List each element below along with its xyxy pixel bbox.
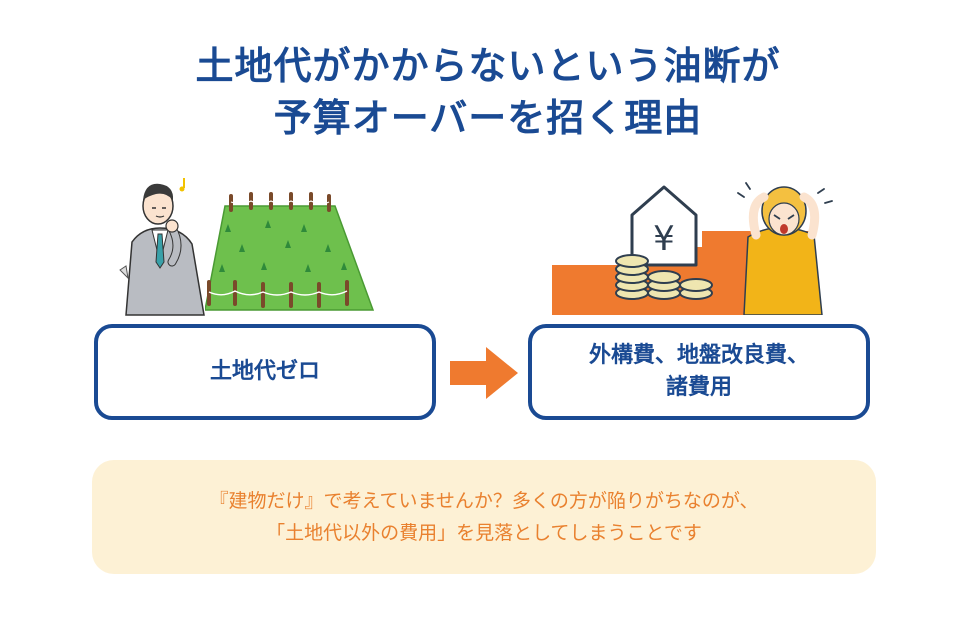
land-cost-zero-box: 土地代ゼロ [94,324,436,420]
title-line-2: 予算オーバーを招く理由 [273,96,703,140]
land-cost-zero-label: 土地代ゼロ [209,359,320,384]
coin-stack-icon [615,254,713,300]
grass-field-icon [205,192,375,311]
other-costs-line-1: 外構費、地盤改良費、 [588,343,809,368]
worried-woman-icon [737,182,833,315]
caution-note-line-1: 『建物だけ』で考えていませんか？多くの方が陥りがちなのが、 [209,490,759,512]
cost-illustration: ¥ [552,182,833,315]
caution-note: 『建物だけ』で考えていませんか？多くの方が陥りがちなのが、 「土地代以外の費用」… [92,460,876,574]
title-line-1: 土地代がかからないという油断が [195,44,781,88]
yen-house-icon: ¥ [630,185,698,267]
arrow-right-icon [450,347,518,399]
caution-note-line-2: 「土地代以外の費用」を見落としてしまうことです [266,522,702,544]
other-costs-line-2: 諸費用 [665,375,732,400]
other-costs-box: 外構費、地盤改良費、 諸費用 [528,324,870,420]
yen-symbol: ¥ [653,219,675,259]
page-title: 土地代がかからないという油断が 予算オーバーを招く理由 [0,40,976,144]
thinking-man-icon [119,178,205,316]
